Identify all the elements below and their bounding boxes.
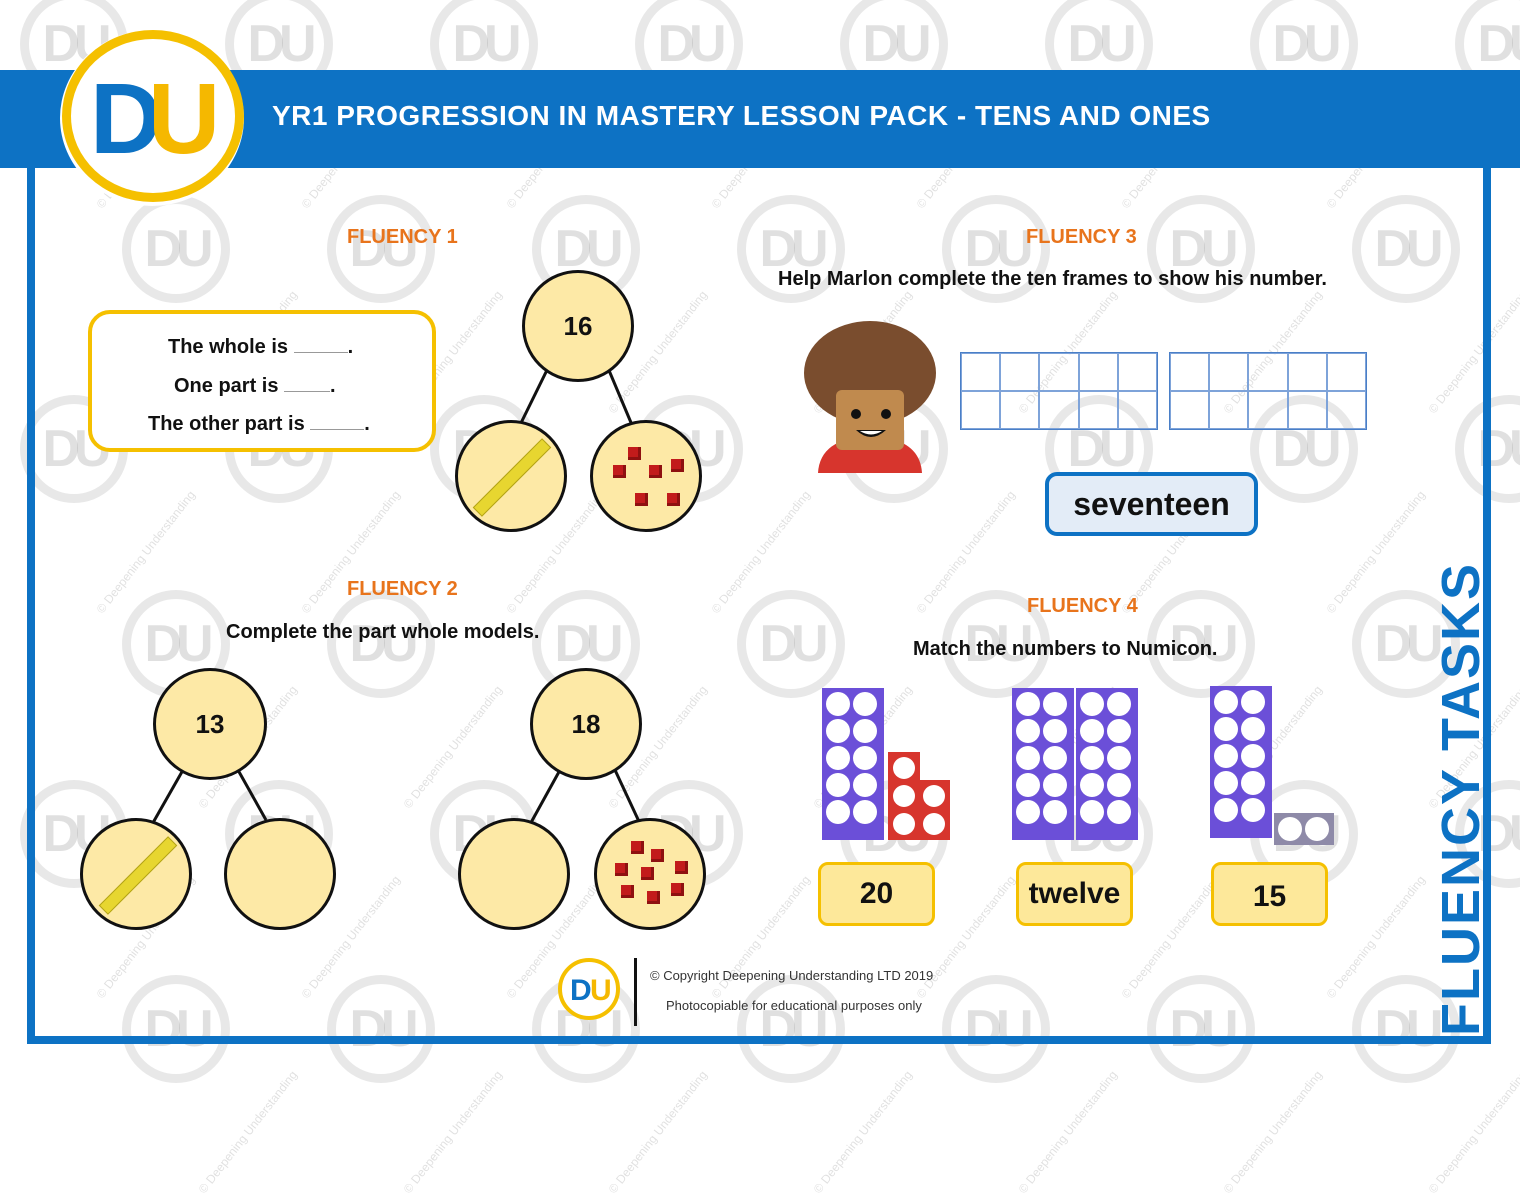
ones-cube [628, 447, 641, 460]
footer-logo: D U [558, 958, 620, 1020]
ones-cube [651, 849, 664, 862]
watermark-text: © Deepening Understanding [605, 1067, 711, 1196]
ones-cube [613, 465, 626, 478]
model2-whole-value: 18 [571, 709, 601, 739]
footer-divider [634, 958, 637, 1026]
ones-cube [649, 465, 662, 478]
numicon-ten-purple[interactable] [1076, 688, 1138, 840]
fluency2-instruction: Complete the part whole models. [226, 621, 540, 643]
number-card-twelve[interactable]: twelve [1016, 862, 1133, 926]
ones-cube [667, 493, 680, 506]
ones-cube [631, 841, 644, 854]
marlon-avatar [804, 321, 936, 473]
ones-cube [621, 885, 634, 898]
prompt-line-one-part: One part is . [174, 375, 336, 397]
ones-cube [671, 883, 684, 896]
ten-frame-2[interactable] [1169, 352, 1367, 430]
footer-logo-u: U [590, 974, 612, 1007]
fluency4-instruction: Match the numbers to Numicon. [913, 638, 1218, 660]
ten-rod [98, 836, 178, 915]
fluency-tasks-side-label: FLUENCY TASKS [1431, 561, 1491, 1036]
fluency1-whole-circle: 16 [522, 270, 634, 382]
ten-frame-1[interactable] [960, 352, 1158, 430]
fluency1-part-circle-ones[interactable] [590, 420, 702, 532]
fluency2-model2-part-ones[interactable] [594, 818, 706, 930]
footer-logo-d: D [570, 974, 592, 1007]
header-title: YR1 PROGRESSION IN MASTERY LESSON PACK -… [272, 100, 1211, 131]
watermark-text: © Deepening Understanding [1425, 1067, 1520, 1196]
numicon-two-grey[interactable] [1274, 813, 1334, 845]
logo-ring [62, 30, 244, 202]
fluency1-prompt-box: The whole is . One part is . The other p… [88, 310, 436, 452]
fluency2-model1-part-empty[interactable] [224, 818, 336, 930]
fluency4-title: FLUENCY 4 [1027, 595, 1138, 617]
fluency3-title: FLUENCY 3 [1026, 226, 1137, 248]
fluency3-instruction: Help Marlon complete the ten frames to s… [778, 268, 1327, 290]
number-card-15[interactable]: 15 [1211, 862, 1328, 926]
number-card-20[interactable]: 20 [818, 862, 935, 926]
fluency2-model2-whole: 18 [530, 668, 642, 780]
fluency2-model1-whole: 13 [153, 668, 267, 780]
watermark-text: © Deepening Understanding [195, 1067, 301, 1196]
numicon-ten-purple[interactable] [1012, 688, 1074, 840]
watermark-text: © Deepening Understanding [1220, 1067, 1326, 1196]
fluency1-whole-value: 16 [563, 311, 593, 341]
fluency1-connector-lines [518, 367, 634, 426]
ones-cube [647, 891, 660, 904]
ones-cube [615, 863, 628, 876]
numicon-ten-purple[interactable] [822, 688, 884, 840]
number-word-card: seventeen [1045, 472, 1258, 536]
ten-rod [472, 438, 552, 517]
numicon-five-red[interactable] [886, 750, 952, 842]
fluency2-model2-part-empty[interactable] [458, 818, 570, 930]
watermark-text: © Deepening Understanding [400, 1067, 506, 1196]
numicon-ten-purple[interactable] [1210, 686, 1272, 838]
model1-whole-value: 13 [195, 709, 225, 739]
page-frame [27, 166, 1491, 1044]
fluency2-model1-part-tens[interactable] [80, 818, 192, 930]
ones-cube [671, 459, 684, 472]
watermark-text: © Deepening Understanding [1015, 1067, 1121, 1196]
footer-note: Photocopiable for educational purposes o… [666, 998, 922, 1013]
logo-letter-u: U [148, 63, 221, 175]
logo-letter-d: D [90, 63, 162, 175]
fluency2-title: FLUENCY 2 [347, 578, 458, 600]
ones-cube [635, 493, 648, 506]
footer-copyright: © Copyright Deepening Understanding LTD … [650, 968, 934, 983]
header-bar [0, 70, 1520, 168]
watermark-text: © Deepening Understanding [810, 1067, 916, 1196]
prompt-line-other-part: The other part is . [148, 413, 370, 435]
fluency1-title: FLUENCY 1 [347, 226, 458, 248]
prompt-line-whole: The whole is . [168, 336, 354, 358]
ones-cube [675, 861, 688, 874]
fluency1-part-circle-tens[interactable] [455, 420, 567, 532]
ones-cube [641, 867, 654, 880]
